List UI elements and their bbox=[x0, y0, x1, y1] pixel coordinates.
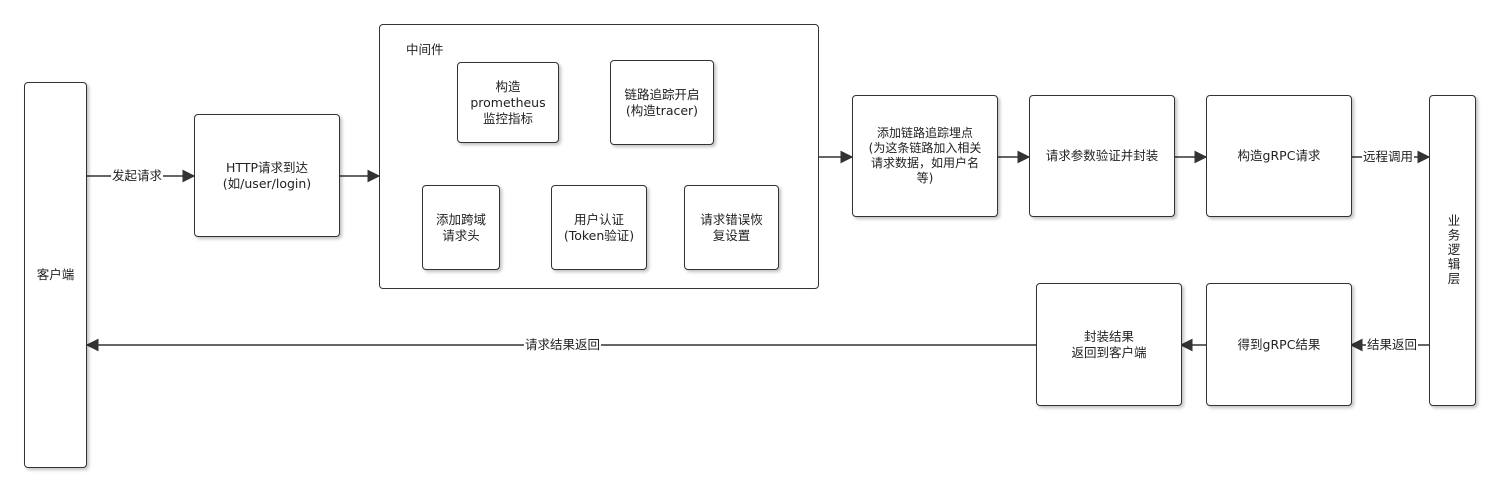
cors-node: 添加跨域 请求头 bbox=[422, 185, 500, 270]
tracing-node: 链路追踪开启 (构造tracer) bbox=[610, 60, 714, 145]
trace-point-node: 添加链路追踪埋点 (为这条链路加入相关 请求数据，如用户名 等) bbox=[852, 95, 998, 217]
edge-label-send-request: 发起请求 bbox=[111, 168, 164, 183]
wrap-result-node: 封装结果 返回到客户端 bbox=[1036, 283, 1182, 406]
prometheus-node: 构造 prometheus 监控指标 bbox=[457, 62, 559, 143]
auth-node: 用户认证 (Token验证) bbox=[551, 185, 647, 270]
validate-node: 请求参数验证并封装 bbox=[1029, 95, 1175, 217]
business-logic-node: 业务逻辑层 bbox=[1429, 95, 1476, 406]
edge-label-remote-call: 远程调用 bbox=[1362, 149, 1415, 164]
http-request-node: HTTP请求到达 (如/user/login) bbox=[194, 114, 340, 237]
middleware-title: 中间件 bbox=[406, 42, 444, 57]
recovery-node: 请求错误恢 复设置 bbox=[684, 185, 779, 270]
grpc-result-node: 得到gRPC结果 bbox=[1206, 283, 1352, 406]
edge-label-request-result-return: 请求结果返回 bbox=[524, 337, 602, 352]
edge-label-result-return: 结果返回 bbox=[1366, 337, 1419, 352]
client-node: 客户端 bbox=[24, 82, 87, 468]
grpc-request-node: 构造gRPC请求 bbox=[1206, 95, 1352, 217]
